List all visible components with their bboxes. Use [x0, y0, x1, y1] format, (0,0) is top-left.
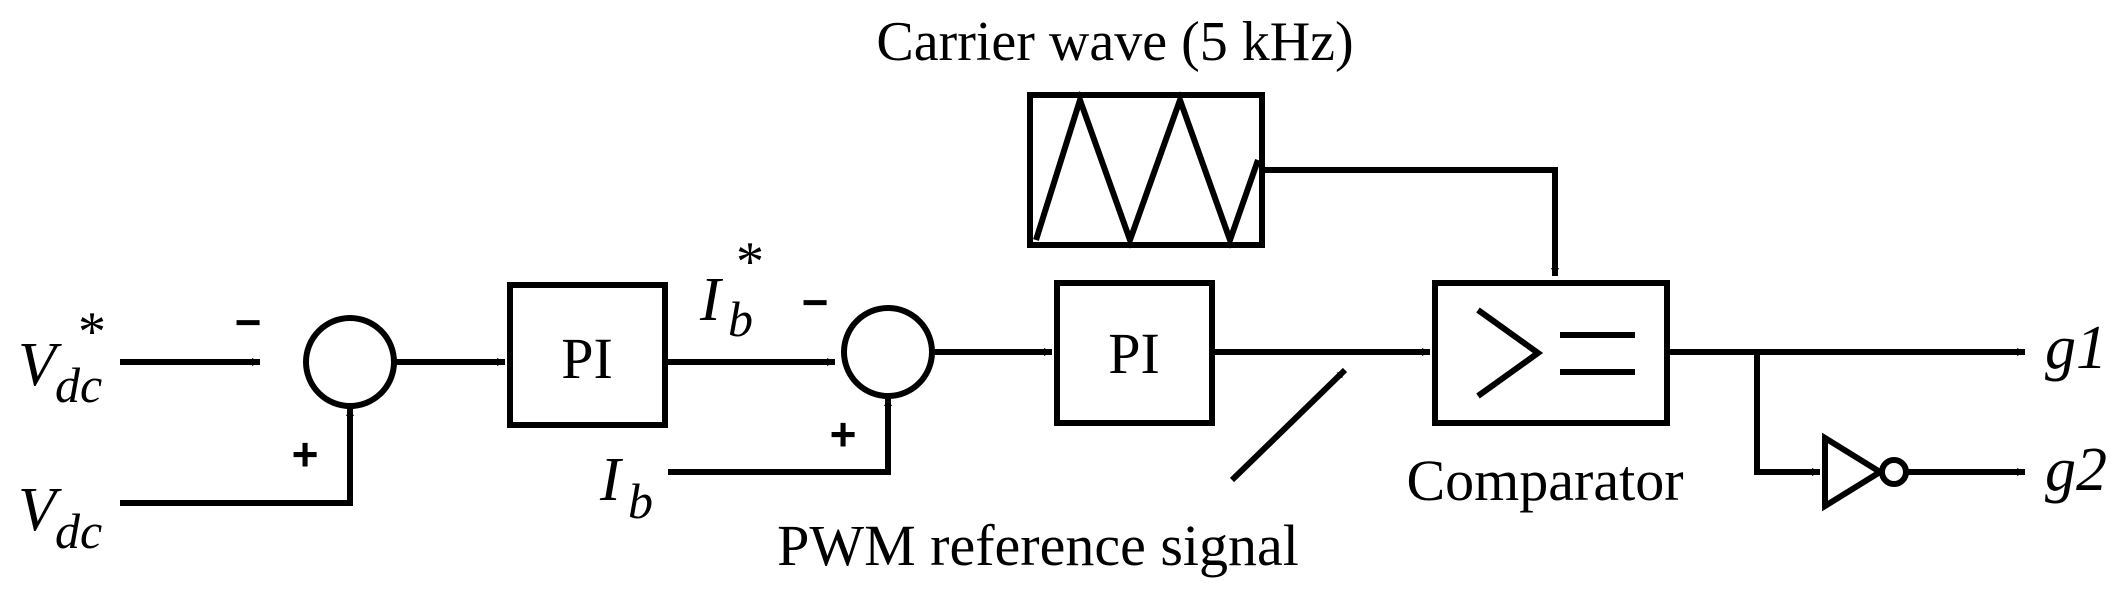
greater-than-icon	[1476, 307, 1544, 399]
carrier-wave-label: Carrier wave (5 kHz)	[876, 11, 1353, 73]
g2-branch-wire	[1754, 352, 1820, 476]
sum1-minus-sign: −	[235, 296, 262, 348]
svg-text:*: *	[736, 231, 764, 293]
comparator-block	[1432, 280, 1670, 426]
svg-text:dc: dc	[55, 357, 102, 413]
pi-current-block: PI	[1054, 280, 1215, 426]
summing-junction-1	[303, 315, 397, 409]
g2-label: g2	[2045, 436, 2107, 504]
carrier-wave-block	[1027, 90, 1265, 249]
pi-voltage-label: PI	[561, 326, 613, 391]
ib-ref-label: I b *	[699, 231, 764, 347]
vdc-label: V dc	[18, 476, 102, 559]
svg-text:I: I	[699, 266, 724, 334]
svg-text:b: b	[628, 473, 653, 529]
carrier-to-comparator-wire	[1262, 167, 1559, 276]
ib-label: I b	[599, 446, 653, 529]
sum2-minus-sign: −	[802, 276, 829, 328]
svg-text:V: V	[18, 331, 62, 399]
vdc-wire	[120, 408, 354, 506]
pi-current-label: PI	[1108, 321, 1160, 386]
sum2-plus-sign: +	[830, 408, 857, 460]
ib-wire	[668, 398, 892, 475]
svg-text:dc: dc	[55, 503, 102, 559]
svg-text:I: I	[599, 446, 624, 514]
triangle-wave-icon	[1033, 90, 1261, 249]
summing-junction-2	[841, 305, 935, 399]
svg-text:b: b	[728, 291, 753, 347]
pwm-reference-pointer-arrow	[1229, 367, 1348, 483]
pi-voltage-block: PI	[507, 282, 668, 428]
svg-text:*: *	[78, 301, 106, 363]
inverter-bubble	[1879, 457, 1909, 487]
pwm-reference-label: PWM reference signal	[777, 513, 1299, 578]
sum1-plus-sign: +	[292, 428, 319, 480]
inverter-triangle	[1822, 432, 1886, 512]
svg-text:V: V	[18, 476, 62, 544]
vdc-ref-label: V dc *	[18, 301, 106, 413]
g1-label: g1	[2045, 314, 2107, 382]
comparator-label: Comparator	[1406, 448, 1683, 513]
